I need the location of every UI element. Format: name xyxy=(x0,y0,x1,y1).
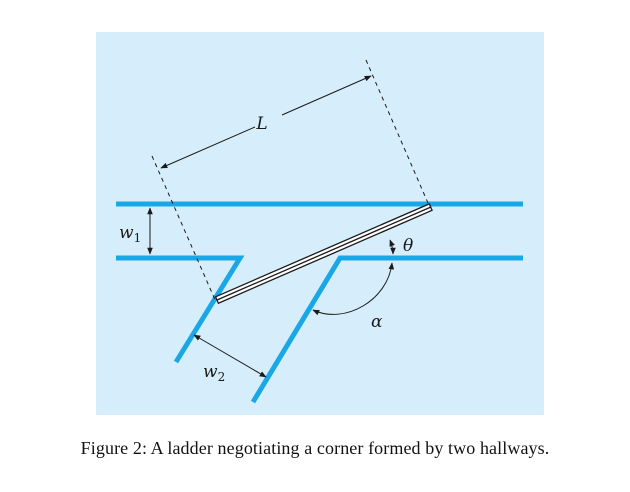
theta-label: θ xyxy=(403,236,413,256)
hallway-walls xyxy=(116,201,523,404)
figure-background xyxy=(96,32,544,415)
length-arrow-right xyxy=(281,75,372,116)
theta-arc xyxy=(389,239,396,255)
inner-corner-wall xyxy=(116,255,245,364)
alpha-arc xyxy=(312,262,395,316)
w2-arrow xyxy=(193,334,267,378)
w1-label: w1 xyxy=(119,223,141,245)
length-arrow-left xyxy=(160,126,256,169)
guide-line-left xyxy=(151,155,217,303)
length-label: L xyxy=(255,114,267,134)
outer-corner-wall xyxy=(250,255,523,404)
w2-label: w2 xyxy=(203,362,225,384)
ladder xyxy=(214,203,433,305)
guide-line-right xyxy=(365,59,432,211)
alpha-label: α xyxy=(371,312,383,332)
figure-caption: Figure 2: A ladder negotiating a corner … xyxy=(80,438,550,458)
